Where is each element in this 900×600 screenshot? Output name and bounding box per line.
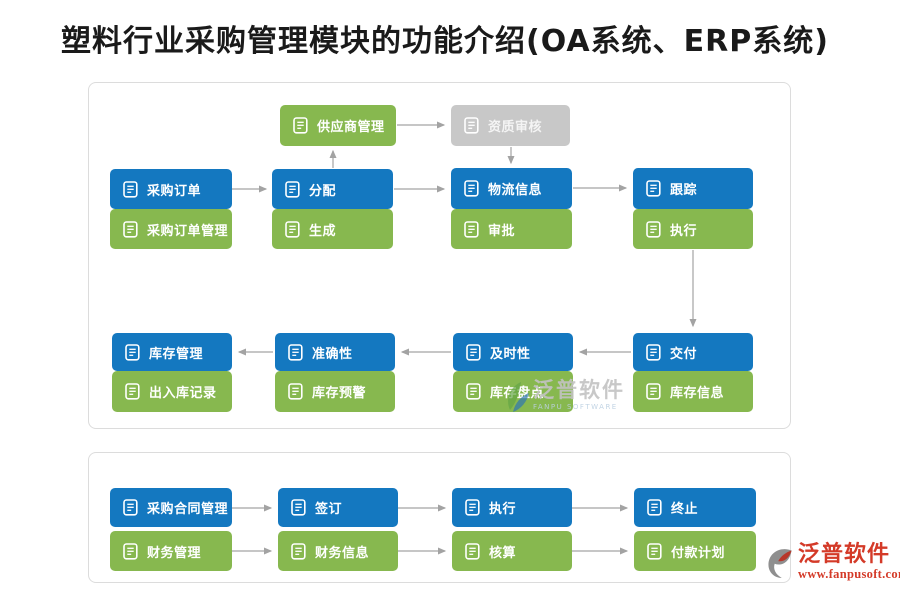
fanpu-logo: 泛普软件 www.fanpusoft.com (764, 543, 900, 585)
document-icon (466, 343, 481, 361)
node-approve: 审批 (451, 209, 572, 249)
node-label: 交付 (670, 346, 698, 362)
node-label: 及时性 (490, 346, 531, 362)
document-icon (123, 542, 138, 560)
node-allocation: 分配 (272, 169, 393, 209)
node-label: 财务信息 (315, 545, 370, 561)
node-label: 财务管理 (147, 545, 202, 561)
document-icon (646, 220, 661, 238)
node-purchase-order-management: 采购订单管理 (110, 209, 232, 249)
page-title: 塑料行业采购管理模块的功能介绍(OA系统、ERP系统) (61, 24, 829, 59)
node-label: 核算 (489, 545, 517, 561)
node-accounting: 核算 (452, 531, 572, 571)
document-icon (466, 383, 481, 400)
node-inventory-warning: 库存预警 (275, 371, 395, 412)
document-icon (288, 383, 303, 400)
node-supplier-management: 供应商管理 (280, 105, 396, 146)
node-payment-plan: 付款计划 (634, 531, 756, 571)
node-label: 采购合同管理 (147, 502, 229, 517)
document-icon (125, 343, 140, 361)
document-icon (285, 220, 300, 238)
document-icon (123, 220, 138, 238)
node-inventory-info: 库存信息 (633, 371, 753, 412)
watermark-brand-text: 泛普软件 (533, 378, 625, 402)
node-delivery: 交付 (633, 333, 753, 371)
node-label: 采购订单 (147, 183, 202, 199)
node-terminate: 终止 (634, 488, 756, 527)
node-label: 签订 (315, 502, 343, 517)
document-icon (464, 220, 479, 238)
node-in-out-records: 出入库记录 (112, 371, 232, 412)
node-contract-management: 采购合同管理 (110, 488, 232, 527)
node-generate: 生成 (272, 209, 393, 249)
fanpu-watermark: 泛普软件 FANPU SOFTWARE (502, 378, 625, 419)
node-label: 执行 (670, 223, 698, 239)
node-label: 生成 (309, 223, 337, 239)
document-icon (291, 542, 306, 560)
leaf-logo-icon (502, 379, 530, 419)
node-purchase-order: 采购订单 (110, 169, 232, 209)
node-qualification-audit: 资质审核 (451, 105, 570, 146)
document-icon (465, 542, 480, 560)
document-icon (647, 542, 662, 560)
node-label: 终止 (671, 502, 699, 517)
fanpu-logo-url: www.fanpusoft.com (798, 567, 900, 582)
node-timeliness: 及时性 (453, 333, 573, 371)
document-icon (646, 383, 661, 400)
node-label: 库存信息 (670, 386, 725, 401)
node-finance-management: 财务管理 (110, 531, 232, 571)
document-icon (123, 180, 138, 198)
node-label: 跟踪 (670, 183, 698, 198)
document-icon (464, 180, 479, 197)
node-label: 物流信息 (488, 183, 543, 198)
fanpu-logo-text: 泛普软件 (798, 542, 891, 567)
document-icon (123, 499, 138, 516)
document-icon (465, 499, 480, 516)
node-label: 出入库记录 (149, 386, 217, 401)
node-execute-flow2: 执行 (452, 488, 572, 527)
node-label: 采购订单管理 (147, 223, 229, 239)
node-label: 分配 (309, 183, 337, 199)
node-label: 供应商管理 (317, 120, 385, 135)
node-inventory-management: 库存管理 (112, 333, 232, 371)
node-tracking: 跟踪 (633, 168, 753, 209)
node-label: 准确性 (312, 346, 353, 362)
document-icon (125, 383, 140, 400)
document-icon (291, 499, 306, 516)
node-label: 库存预警 (312, 386, 367, 401)
document-icon (285, 180, 300, 198)
document-icon (646, 343, 661, 361)
node-label: 执行 (489, 502, 517, 517)
node-label: 资质审核 (488, 120, 543, 135)
fanpu-logo-mark-icon (764, 543, 796, 585)
node-label: 付款计划 (671, 545, 726, 561)
node-finance-info: 财务信息 (278, 531, 398, 571)
node-logistics-info: 物流信息 (451, 168, 572, 209)
node-label: 库存管理 (149, 346, 204, 362)
document-icon (464, 117, 479, 134)
watermark-brand-subtext: FANPU SOFTWARE (533, 403, 618, 412)
document-icon (646, 180, 661, 197)
node-accuracy: 准确性 (275, 333, 395, 371)
node-execute-flow1: 执行 (633, 209, 753, 249)
document-icon (647, 499, 662, 516)
node-label: 审批 (488, 223, 516, 239)
document-icon (293, 117, 308, 134)
node-sign: 签订 (278, 488, 398, 527)
document-icon (288, 343, 303, 361)
